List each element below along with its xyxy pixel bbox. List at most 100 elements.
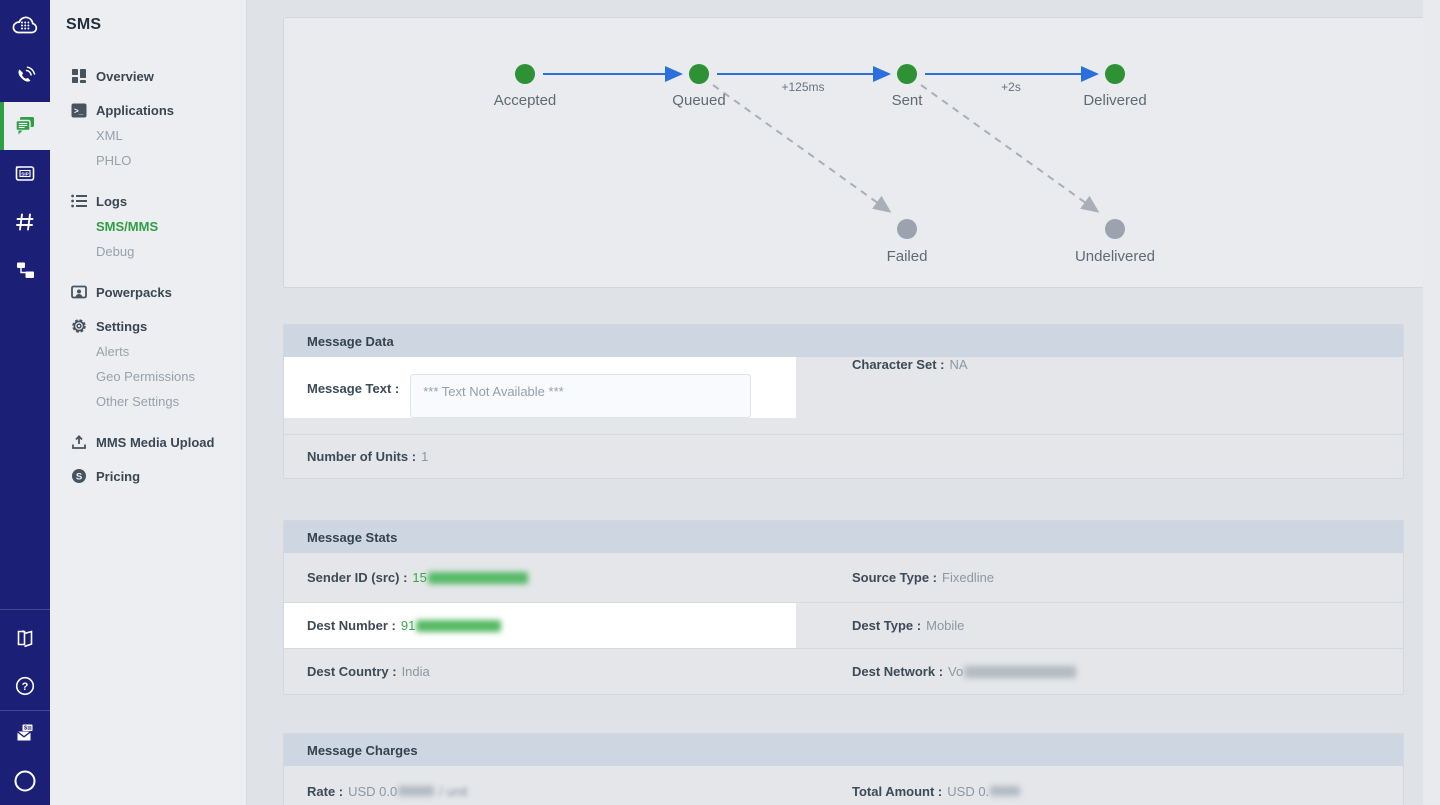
rail-item-messaging[interactable] [0, 102, 50, 150]
rate-redacted-value [398, 786, 435, 796]
dest-country-label: Dest Country : [307, 664, 397, 679]
units-value: 1 [421, 449, 429, 464]
billing-messages-icon: $ [17, 724, 33, 741]
page-title: SMS [66, 16, 102, 33]
sender-id-redacted-value [427, 571, 528, 584]
sidebar-item-other-settings[interactable]: Other Settings [96, 393, 180, 409]
dest-type-label: Dest Type : [852, 618, 922, 633]
message-flow-panel: Accepted Queued Sent Delivered Failed Un… [283, 17, 1424, 288]
dest-number-cell: Dest Number : 91 [284, 603, 796, 648]
svg-text:?: ? [22, 681, 29, 693]
sender-id-label: Sender ID (src) : [307, 570, 408, 585]
logs-list-icon [71, 193, 87, 209]
cloud-grid-icon [12, 16, 38, 34]
sender-id-cell: Sender ID (src) : 15 [284, 553, 796, 602]
dest-network-redacted-value [964, 665, 1077, 678]
rail-item-voice[interactable] [0, 53, 50, 101]
source-type-cell: Source Type : Fixedline [796, 553, 1403, 602]
sender-id-prefix: 15 [412, 570, 427, 585]
sidebar-item-overview[interactable]: Overview [50, 65, 247, 87]
main-content: Accepted Queued Sent Delivered Failed Un… [247, 0, 1440, 805]
zentrunk-sip-icon: SIP [15, 166, 35, 181]
rail-item-help[interactable]: ? [0, 662, 50, 710]
sidebar-item-geo-permissions[interactable]: Geo Permissions [96, 368, 195, 384]
rate-cell: Rate : USD 0.0 / unit [284, 766, 796, 805]
sidebar-item-powerpacks[interactable]: Powerpacks [50, 281, 247, 303]
sidebar-item-phlo[interactable]: PHLO [96, 152, 132, 168]
flow-timing-sent-delivered: +2s [1001, 80, 1021, 94]
character-set-cell: Character Set : NA [796, 357, 1403, 372]
total-amount-prefix: USD 0. [947, 783, 990, 799]
character-set-label: Character Set : [852, 357, 945, 372]
powerpacks-icon [71, 284, 87, 300]
help-icon: ? [15, 676, 35, 696]
rail-item-phlo[interactable] [0, 246, 50, 294]
units-row: Number of Units : 1 [284, 434, 1403, 478]
sidebar-item-label: MMS Media Upload [96, 434, 215, 450]
sidebar-item-alerts[interactable]: Alerts [96, 343, 130, 359]
rail-item-numbers[interactable] [0, 198, 50, 246]
rail-item-account[interactable] [0, 757, 50, 805]
section-header: Message Charges [284, 734, 1403, 766]
total-amount-redacted-value [990, 786, 1021, 796]
flow-node-accepted: Accepted [493, 92, 557, 109]
units-cell: Number of Units : 1 [284, 435, 796, 478]
rate-prefix: USD 0.0 [348, 783, 398, 799]
flow-timing-queued-sent: +125ms [781, 80, 825, 94]
section-header: Message Stats [284, 521, 1403, 553]
message-text-row: Message Text : Character Set : NA [284, 357, 1403, 434]
svg-text:SIP: SIP [21, 171, 28, 176]
dest-type-cell: Dest Type : Mobile [796, 603, 1403, 648]
source-type-label: Source Type : [852, 570, 938, 585]
sidebar-item-label: Overview [96, 68, 154, 84]
rail-item-zentrunk[interactable]: SIP [0, 150, 50, 198]
message-text-cell: Message Text : [284, 357, 796, 418]
sender-row: Sender ID (src) : 15 Source Type : Fixed… [284, 553, 1403, 602]
rail-divider [0, 710, 50, 711]
message-text-input[interactable] [410, 374, 752, 418]
dest-country-row: Dest Country : India Dest Network : Vo [284, 648, 1403, 694]
rail-item-docs[interactable] [0, 614, 50, 662]
rail-divider [0, 609, 50, 610]
total-amount-label: Total Amount : [852, 783, 943, 799]
flow-node-failed: Failed [886, 248, 928, 265]
dest-number-row: Dest Number : 91 Dest Type : Mobile [284, 602, 1403, 648]
settings-gear-icon [71, 318, 87, 334]
upload-icon [71, 434, 87, 450]
sidebar-item-pricing[interactable]: S Pricing [50, 465, 247, 487]
message-text-label: Message Text : [307, 381, 400, 396]
sidebar-item-mms-media-upload[interactable]: MMS Media Upload [50, 431, 247, 453]
section-header: Message Data [284, 325, 1403, 357]
rail-item-billing[interactable]: $ [0, 709, 50, 757]
svg-text:>_: >_ [74, 106, 84, 115]
scrollbar-gutter[interactable] [1423, 0, 1440, 805]
sidebar-item-logs[interactable]: Logs [50, 190, 247, 212]
rate-label: Rate : [307, 783, 344, 799]
message-charges-section: Message Charges Rate : USD 0.0 / unit To… [283, 733, 1404, 805]
dest-type-value: Mobile [926, 618, 965, 633]
flow-node-undelivered: Undelivered [1074, 248, 1156, 265]
sidebar-item-label: Logs [96, 193, 128, 209]
voice-call-icon [18, 66, 36, 82]
flow-node-sent: Sent [891, 92, 923, 109]
units-row-spacer [796, 435, 1403, 478]
dest-number-redacted-value [416, 619, 502, 632]
flow-diagram [515, 64, 1125, 239]
sidebar-item-settings[interactable]: Settings [50, 315, 247, 337]
sidebar-item-sms-mms[interactable]: SMS/MMS [96, 218, 159, 234]
applications-terminal-icon: >_ [71, 102, 87, 118]
rail-item-cloud[interactable] [0, 1, 50, 49]
phone-numbers-icon [16, 213, 34, 231]
flow-node-delivered: Delivered [1083, 92, 1147, 109]
sidebar-item-debug[interactable]: Debug [96, 243, 135, 259]
sidebar-item-applications[interactable]: >_ Applications [50, 99, 247, 121]
flow-node-queued: Queued [672, 92, 726, 109]
sidebar-item-label: Settings [96, 318, 148, 334]
character-set-value: NA [949, 357, 968, 372]
rate-suffix: / unit [439, 783, 468, 799]
dest-network-cell: Dest Network : Vo [796, 649, 1403, 694]
sidebar-item-xml[interactable]: XML [96, 127, 123, 143]
dest-number-label: Dest Number : [307, 618, 396, 633]
dest-network-label: Dest Network : [852, 664, 944, 679]
message-data-section: Message Data Message Text : Character Se… [283, 324, 1404, 479]
